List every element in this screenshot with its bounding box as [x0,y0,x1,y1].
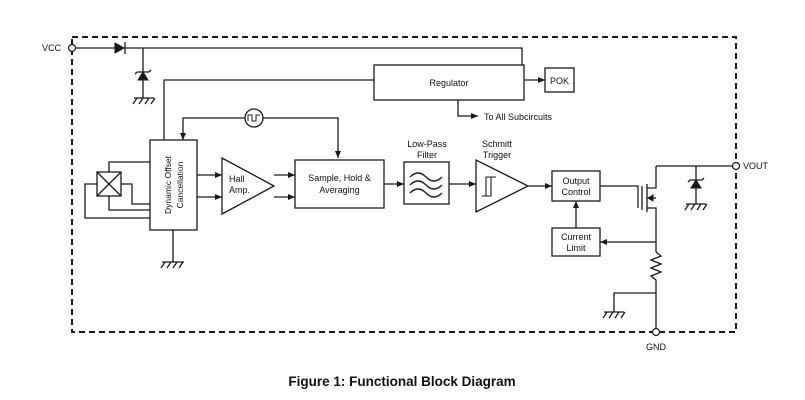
to-subcircuits-wire [457,100,478,119]
sample-hold-averaging-block [294,159,385,209]
output-control-label-line1: Output [562,176,590,186]
ground-symbol-resistor [602,311,626,319]
regulator-label: Regulator [429,78,468,88]
dynamic-offset-label-line1: Dynamic Offset [163,155,173,214]
output-control-block [551,170,601,202]
pok-label: POK [550,76,569,86]
vcc-pin [67,43,77,53]
filter-waves-icon [409,172,443,198]
hall-amp-triangle [221,156,276,216]
figure-caption: Figure 1: Functional Block Diagram [288,374,515,389]
current-limit-label-line2: Limit [566,243,586,253]
ground-symbol-output [684,203,708,211]
pok-block [544,67,575,93]
current-limit-label-line1: Current [561,232,592,242]
sense-resistor-icon [649,251,663,293]
output-control-label-line2: Control [561,187,590,197]
regulator-block [373,64,525,101]
hall-plate-connections [84,161,150,219]
hysteresis-icon [482,176,496,197]
output-mosfet-symbol [641,166,657,242]
schmitt-label-line2: Trigger [483,150,511,160]
low-pass-filter-block [403,161,450,205]
schmitt-label-line1: Schmitt [482,139,513,149]
to-all-subcircuits-label: To All Subcircuits [484,112,553,122]
regulator-output-wire [163,79,374,140]
ground-symbol-offset [160,261,184,269]
ground-symbol-zener [132,97,156,105]
clock-oscillator-symbol [244,108,264,128]
gnd-pin [651,327,661,337]
dynamic-offset-cancellation-block [149,139,198,231]
hall-amp-label-line2: Amp. [229,185,250,195]
gnd-label: GND [646,342,667,352]
clock-to-offset-wire [180,117,245,140]
clock-to-sample-wire [263,117,341,158]
output-zener-clamp [687,166,705,204]
resistor-ground-wire [613,292,656,312]
vout-label: VOUT [743,161,769,171]
ic-boundary [71,36,737,333]
supply-rail-wire [125,47,523,70]
schmitt-trigger-triangle [475,158,530,214]
zener-clamp [134,48,152,98]
vcc-label: VCC [42,43,62,53]
vout-pin [731,161,741,171]
hall-amp-label-line1: Hall [229,174,245,184]
sample-hold-label-line1: Sample, Hold & [308,173,371,183]
output-to-gate-wire [600,185,639,208]
low-pass-label-line2: Filter [417,150,437,160]
low-pass-label-line1: Low-Pass [407,139,447,149]
sample-hold-label-line2: Averaging [319,185,359,195]
hall-plate-cross-icon [96,171,122,197]
dynamic-offset-label-line2: Cancellation [175,161,185,208]
series-diode [114,42,126,54]
